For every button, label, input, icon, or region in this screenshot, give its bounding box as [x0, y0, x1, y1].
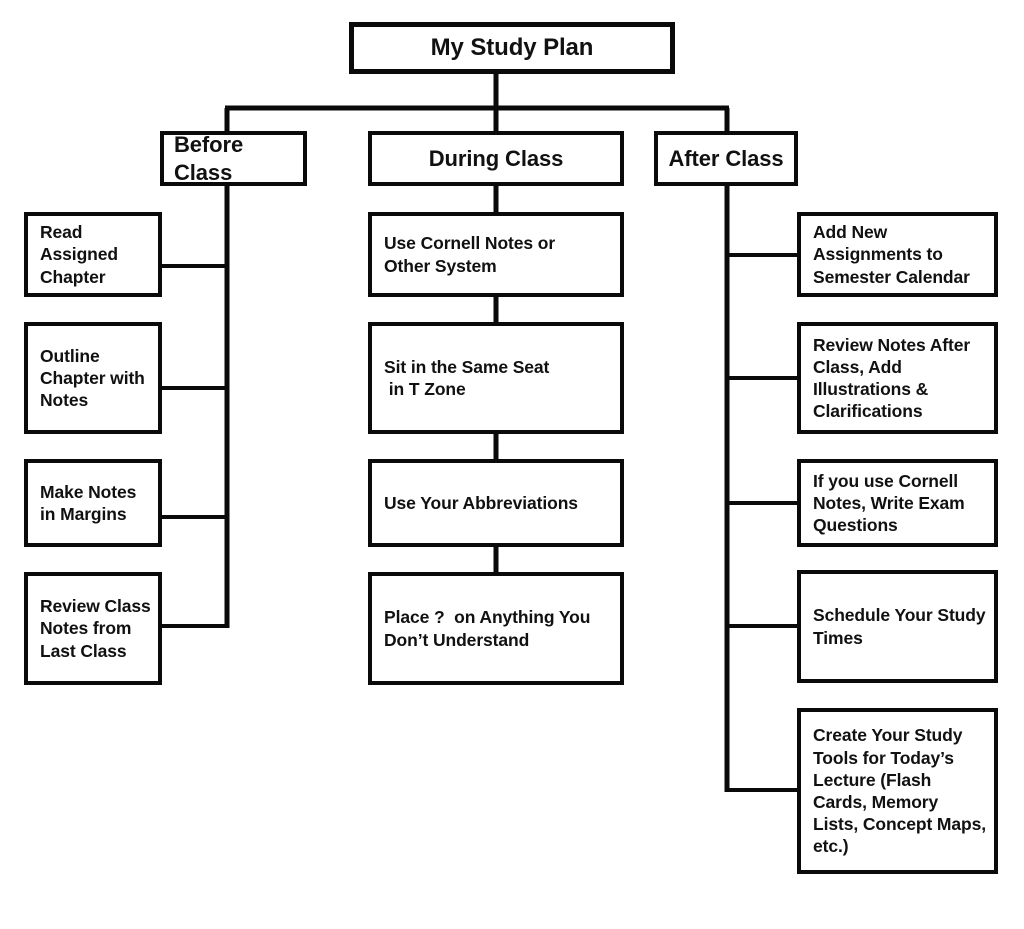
node-before-class-item-3-label: Review Class Notes from Last Class	[40, 596, 151, 661]
node-after-class-item-0[interactable]: Add New Assignments to Semester Calendar	[797, 212, 998, 297]
node-after-class-item-1-label: Review Notes After Class, Add Illustrati…	[813, 334, 971, 422]
node-after-class-item-0-label: Add New Assignments to Semester Calendar	[813, 222, 970, 287]
node-during-class-item-0[interactable]: Use Cornell Notes or Other System	[368, 212, 624, 297]
node-after-class-label: After Class	[668, 145, 784, 171]
node-before-class-item-2-label: Make Notes in Margins	[40, 481, 137, 524]
node-after-class-item-1[interactable]: Review Notes After Class, Add Illustrati…	[797, 322, 998, 434]
node-during-class-item-2[interactable]: Use Your Abbreviations	[368, 459, 624, 547]
node-during-class[interactable]: During Class	[368, 131, 624, 186]
node-after-class-item-3[interactable]: Schedule Your Study Times	[797, 570, 998, 683]
node-before-class-item-1-label: Outline Chapter with Notes	[40, 345, 145, 411]
node-during-class-item-3[interactable]: Place ? on Anything You Don’t Understand	[368, 572, 624, 685]
node-during-class-item-3-label: Place ? on Anything You Don’t Understand	[384, 607, 591, 650]
node-during-class-item-2-label: Use Your Abbreviations	[384, 492, 578, 513]
node-after-class-item-3-label: Schedule Your Study Times	[813, 605, 986, 648]
node-before-class-item-0-label: Read Assigned Chapter	[40, 222, 118, 287]
node-after-class-item-4[interactable]: Create Your Study Tools for Today’s Lect…	[797, 708, 998, 874]
node-before-class-item-1[interactable]: Outline Chapter with Notes	[24, 322, 162, 434]
node-during-class-item-1[interactable]: Sit in the Same Seat in T Zone	[368, 322, 624, 434]
node-during-class-label: During Class	[428, 145, 564, 171]
node-before-class[interactable]: Before Class	[160, 131, 307, 186]
node-my-study-plan-label: My Study Plan	[430, 33, 594, 61]
node-before-class-item-2[interactable]: Make Notes in Margins	[24, 459, 162, 547]
node-after-class-item-2-label: If you use Cornell Notes, Write Exam Que…	[813, 470, 965, 536]
node-my-study-plan[interactable]: My Study Plan	[349, 22, 675, 74]
node-before-class-item-3[interactable]: Review Class Notes from Last Class	[24, 572, 162, 685]
node-during-class-item-0-label: Use Cornell Notes or Other System	[384, 233, 556, 276]
node-after-class-item-2[interactable]: If you use Cornell Notes, Write Exam Que…	[797, 459, 998, 547]
node-during-class-item-1-label: Sit in the Same Seat in T Zone	[384, 356, 550, 399]
node-before-class-item-0[interactable]: Read Assigned Chapter	[24, 212, 162, 297]
node-before-class-label: Before Class	[174, 131, 250, 185]
node-after-class-item-4-label: Create Your Study Tools for Today’s Lect…	[813, 725, 987, 857]
node-after-class[interactable]: After Class	[654, 131, 798, 186]
